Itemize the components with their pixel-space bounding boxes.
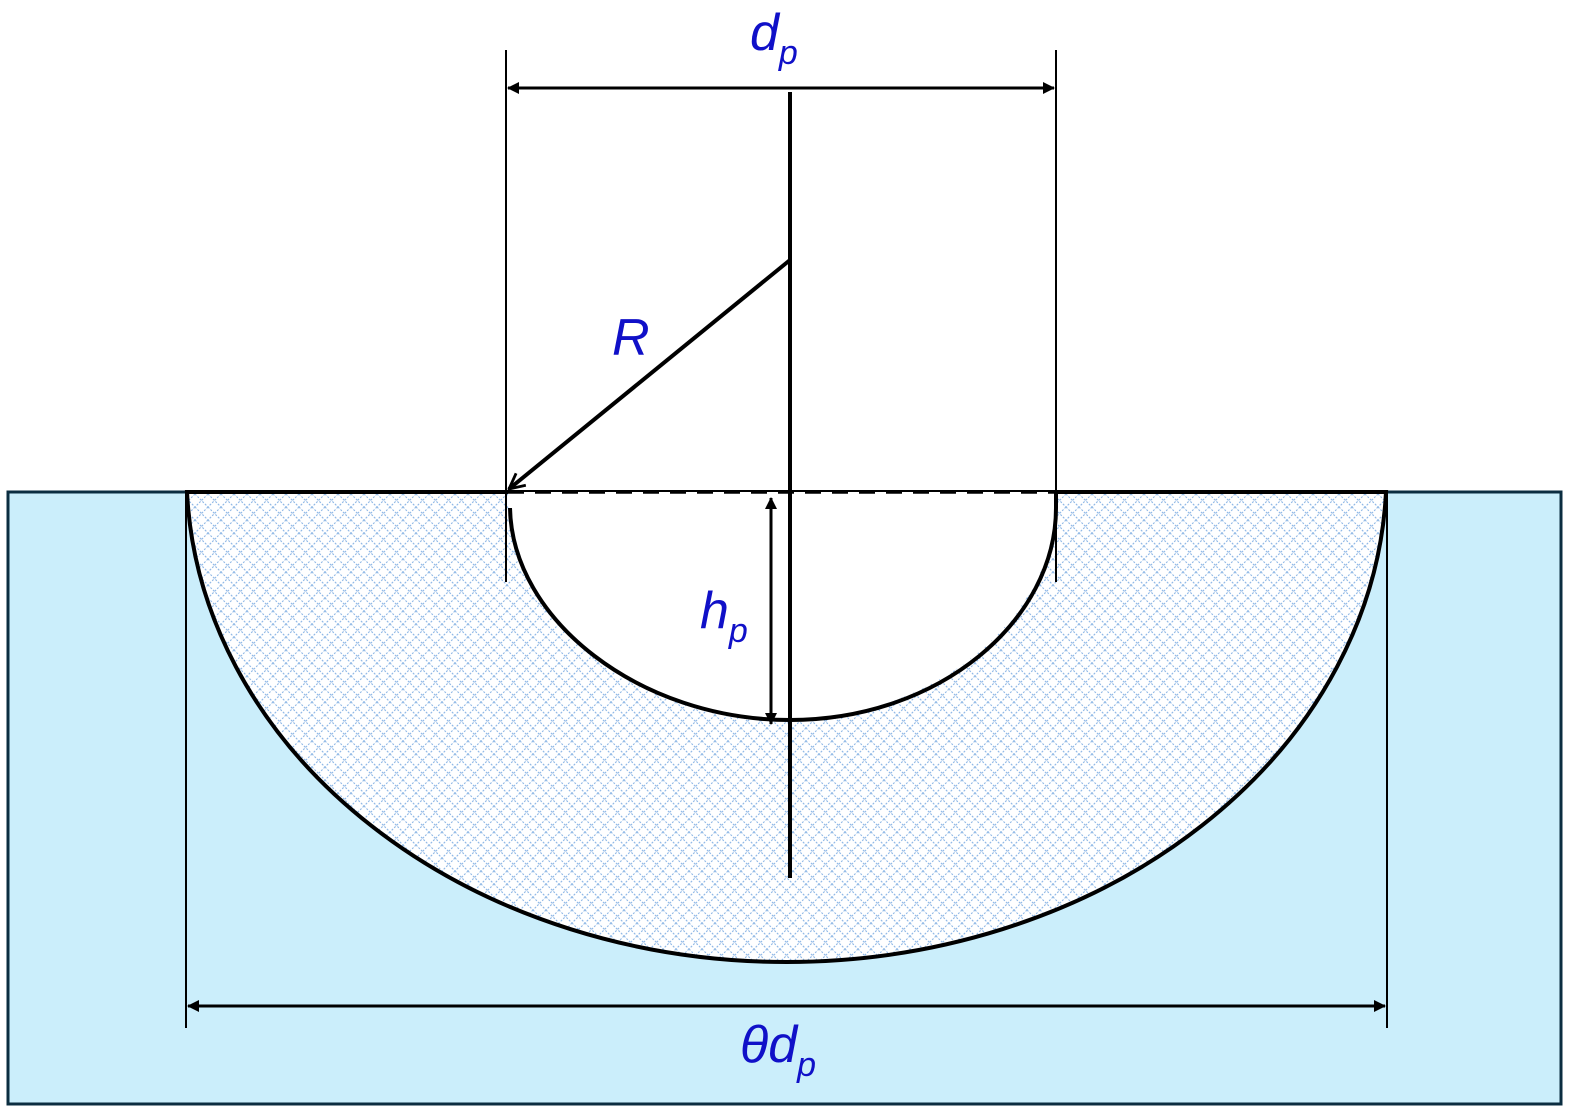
label-dp-sub: p [778, 34, 798, 72]
label-theta-dp: θdp [740, 1016, 816, 1084]
label-radius: R [612, 309, 650, 367]
label-hp: hp [700, 582, 748, 650]
label-dp: dp [750, 4, 798, 72]
label-hp-sub: p [728, 612, 748, 650]
indent-cavity [508, 492, 1058, 720]
label-theta-dp-sub: p [796, 1046, 816, 1084]
plastic-zone [184, 490, 1389, 964]
label-dp-main: d [750, 4, 781, 62]
radius-line [509, 258, 792, 489]
label-hp-main: h [700, 582, 729, 640]
label-theta-dp-main: θd [740, 1016, 799, 1074]
